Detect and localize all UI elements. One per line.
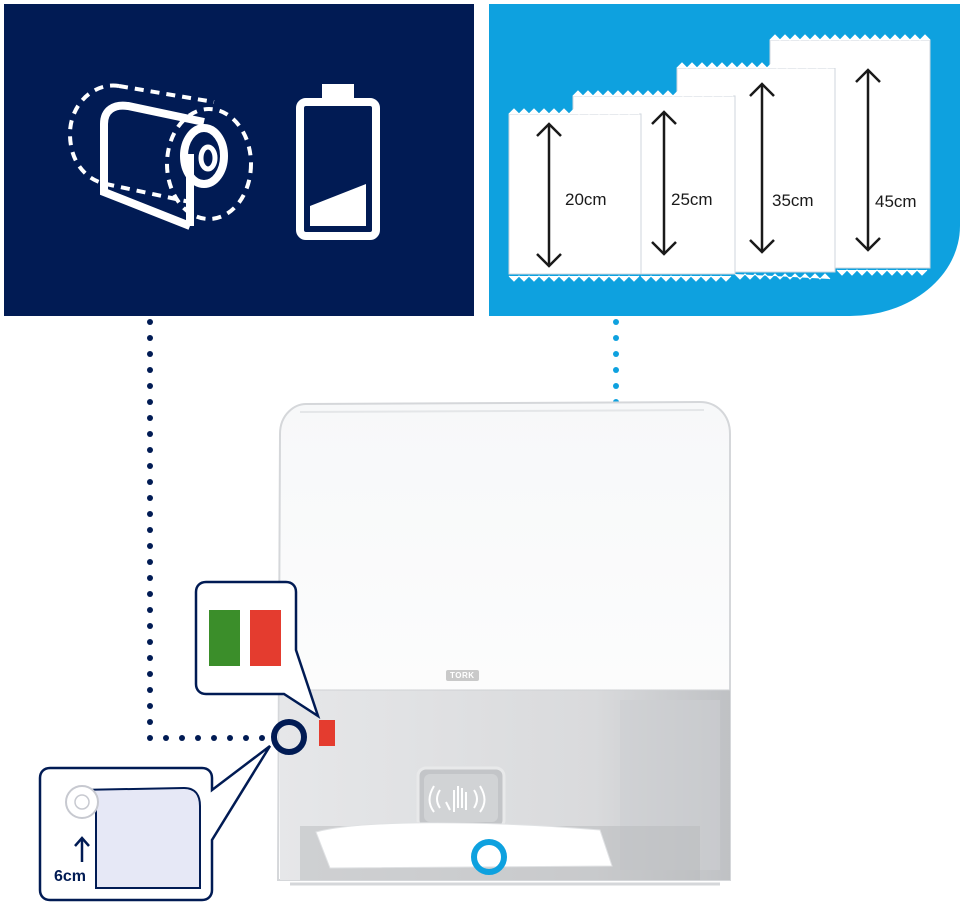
towel-roll-icon xyxy=(65,785,201,889)
led-green-light xyxy=(209,610,240,666)
led-indicator-red xyxy=(319,720,335,746)
chevron-up-arrow-icon xyxy=(74,836,90,862)
arrow-25cm-icon xyxy=(651,110,677,256)
arrow-35cm-icon xyxy=(749,82,775,254)
towel-exit-highlight-ring xyxy=(471,839,507,875)
arrow-20cm-icon xyxy=(536,122,562,268)
roll-callout xyxy=(38,745,272,902)
length-label-20cm: 20cm xyxy=(565,190,607,209)
towel-sheet-20cm xyxy=(508,108,642,282)
brand-logo: TORK xyxy=(446,670,479,681)
length-label-35cm: 35cm xyxy=(772,191,814,210)
led-red-light xyxy=(250,610,281,666)
hand-sensor-icon xyxy=(428,785,486,813)
led-highlight-ring xyxy=(271,719,307,755)
roll-and-battery-icons xyxy=(67,83,380,240)
length-arrows xyxy=(536,68,881,268)
roll-distance-label: 6cm xyxy=(54,868,87,885)
battery-and-roll-panel xyxy=(4,4,474,316)
battery-icon xyxy=(296,84,380,240)
towel-dispenser xyxy=(276,400,731,886)
towel-length-panel: 20cm 25cm 35cm 45cm xyxy=(489,4,960,316)
length-label-45cm: 45cm xyxy=(875,192,917,211)
arrow-45cm-icon xyxy=(855,68,881,252)
towel-roll-icon xyxy=(67,83,253,230)
towel-length-sheets xyxy=(508,34,931,282)
left-connector-dots xyxy=(147,319,265,741)
length-label-25cm: 25cm xyxy=(671,190,713,209)
led-callout xyxy=(194,580,321,719)
